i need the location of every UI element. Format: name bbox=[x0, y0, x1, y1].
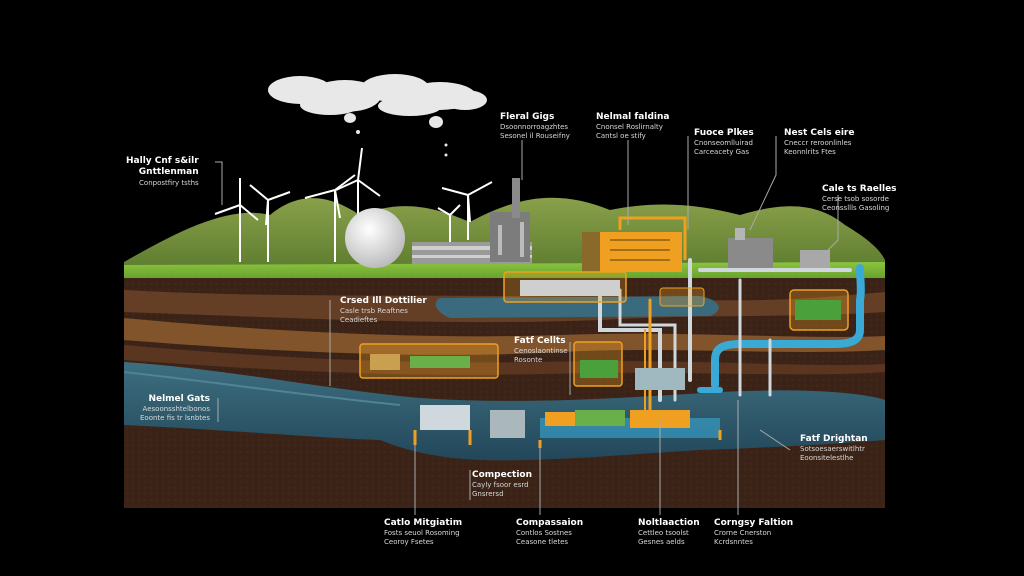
label-nest-cells-title: Nest Cels eire bbox=[784, 128, 855, 138]
label-compression-mid-line3: Gnsrersd bbox=[472, 490, 504, 498]
label-process-pipes-line3: Carceacety Gas bbox=[694, 148, 749, 156]
label-process-pipes-line2: Cnonseomlluirad bbox=[694, 139, 753, 148]
label-natural-gas-title: Nelmal faldina bbox=[596, 112, 670, 122]
label-natural-gas-left-line2: Aesoonsshtelbonos bbox=[142, 405, 210, 414]
label-fast-cells-line2: Cenoslaontinse bbox=[514, 347, 568, 356]
label-fast-brighten: Fatf Drightan Sotsoesaerswitlhtr Eoonsit… bbox=[800, 434, 868, 463]
label-natural-gas-line3: Cantsl oe stify bbox=[596, 132, 646, 140]
label-bottom-4: Corngsy Faltion Crorne Cnerston Kcrdsnnt… bbox=[714, 518, 793, 547]
label-bottom-1: Catlo Mitgiatim Fosts seuol Rosoming Ceo… bbox=[384, 518, 462, 547]
label-fast-brighten-title: Fatf Drightan bbox=[800, 434, 868, 444]
label-gas-to-facilities-line3: Ceonssllls Gasoling bbox=[822, 204, 890, 212]
underground-machinery bbox=[370, 280, 722, 448]
label-bottom-2: Compassaion Contlos Sostnes Ceasone tlet… bbox=[516, 518, 583, 547]
label-bottom-1-title: Catlo Mitgiatim bbox=[384, 518, 463, 528]
label-crude-oil: Crsed Ill Dottilier Casle trsb Reaftnes … bbox=[340, 296, 427, 325]
label-compression-mid: Compection Cayly fsoor esrd Gnsrersd bbox=[472, 470, 532, 499]
label-bottom-4-line2: Crorne Cnerston bbox=[714, 529, 772, 538]
label-compression-mid-title: Compection bbox=[472, 470, 533, 480]
smoke-cloud bbox=[268, 74, 487, 157]
label-fast-brighten-line2: Sotsoesaerswitlhtr bbox=[800, 445, 865, 454]
orange-facility bbox=[582, 216, 687, 272]
label-bottom-4-line3: Kcrdsnntes bbox=[714, 538, 753, 546]
label-bottom-2-title: Compassaion bbox=[516, 518, 584, 528]
label-natural-gas-left-line3: Eoonte fis tr lsnbtes bbox=[140, 414, 210, 422]
label-natural-gas-left: Nelmel Gats Aesoonsshtelbonos Eoonte fis… bbox=[140, 394, 210, 423]
label-flaring-line2: Dsoonnorroagzhtes bbox=[500, 123, 569, 132]
label-natural-gas-line2: Cnonsel Roslirnalty bbox=[596, 123, 663, 132]
label-nest-cells: Nest Cels eire Cneccr reroonlinles Keonn… bbox=[784, 128, 854, 157]
label-top-left: Hally Cnf s&ilr Gnttlenman Conpostfiry t… bbox=[126, 156, 199, 187]
gas-storage-sphere bbox=[345, 208, 405, 268]
label-bottom-3-line2: Cettleo tsoolst bbox=[638, 529, 689, 538]
label-fast-cells-line3: Rosonte bbox=[514, 356, 543, 364]
label-crude-oil-title: Crsed Ill Dottilier bbox=[340, 296, 427, 306]
label-gas-to-facilities: Cale ts Raelles Cerse tsob sosorde Ceons… bbox=[822, 184, 897, 213]
label-nest-cells-line2: Cneccr reroonlinles bbox=[784, 139, 852, 148]
leader-lines bbox=[215, 136, 839, 515]
label-bottom-3-title: Noltlaaction bbox=[638, 518, 700, 528]
processing-plant bbox=[412, 178, 532, 264]
label-compression-mid-line2: Cayly fsoor esrd bbox=[472, 481, 529, 490]
label-process-pipes-title: Fuoce Plkes bbox=[694, 128, 754, 138]
label-bottom-2-line3: Ceasone tletes bbox=[516, 538, 569, 546]
label-fast-cells: Fatf Cellts Cenoslaontinse Rosonte bbox=[514, 336, 568, 365]
label-bottom-3: Noltlaaction Cettleo tsoolst Gesnes aeld… bbox=[638, 518, 700, 547]
wind-turbines bbox=[214, 147, 493, 262]
label-flaring-line3: Sesonel il Rouseifny bbox=[500, 132, 570, 140]
label-top-left-title: Hally Cnf s&ilr bbox=[126, 156, 199, 166]
label-fast-brighten-line3: Eoonsitelestlhe bbox=[800, 454, 854, 462]
label-bottom-3-line3: Gesnes aelds bbox=[638, 538, 685, 546]
label-bottom-4-title: Corngsy Faltion bbox=[714, 518, 794, 528]
label-natural-gas-left-title: Nelmel Gats bbox=[148, 394, 210, 404]
label-gas-to-facilities-title: Cale ts Raelles bbox=[822, 184, 897, 194]
label-crude-oil-line3: Ceadieftes bbox=[340, 316, 378, 324]
label-gas-to-facilities-line2: Cerse tsob sosorde bbox=[822, 195, 889, 204]
pipe-network bbox=[598, 258, 865, 420]
label-flaring: Fleral Gigs Dsoonnorroagzhtes Sesonel il… bbox=[500, 112, 570, 141]
label-top-left-line2: Gnttlenman bbox=[138, 167, 199, 178]
label-crude-oil-line2: Casle trsb Reaftnes bbox=[340, 307, 408, 316]
label-bottom-1-line2: Fosts seuol Rosoming bbox=[384, 529, 460, 538]
label-top-left-line3: Conpostfiry tsths bbox=[139, 178, 199, 187]
label-nest-cells-line3: Keonnlrits Ftes bbox=[784, 148, 836, 156]
label-bottom-2-line2: Contlos Sostnes bbox=[516, 529, 572, 538]
label-flaring-title: Fleral Gigs bbox=[500, 112, 555, 122]
label-fast-cells-title: Fatf Cellts bbox=[514, 336, 566, 346]
label-natural-gas: Nelmal faldina Cnonsel Roslirnalty Cants… bbox=[596, 112, 669, 141]
right-surface-equipment bbox=[728, 228, 830, 268]
label-bottom-1-line3: Ceoroy Fsetes bbox=[384, 538, 434, 546]
label-process-pipes: Fuoce Plkes Cnonseomlluirad Carceacety G… bbox=[694, 128, 754, 157]
